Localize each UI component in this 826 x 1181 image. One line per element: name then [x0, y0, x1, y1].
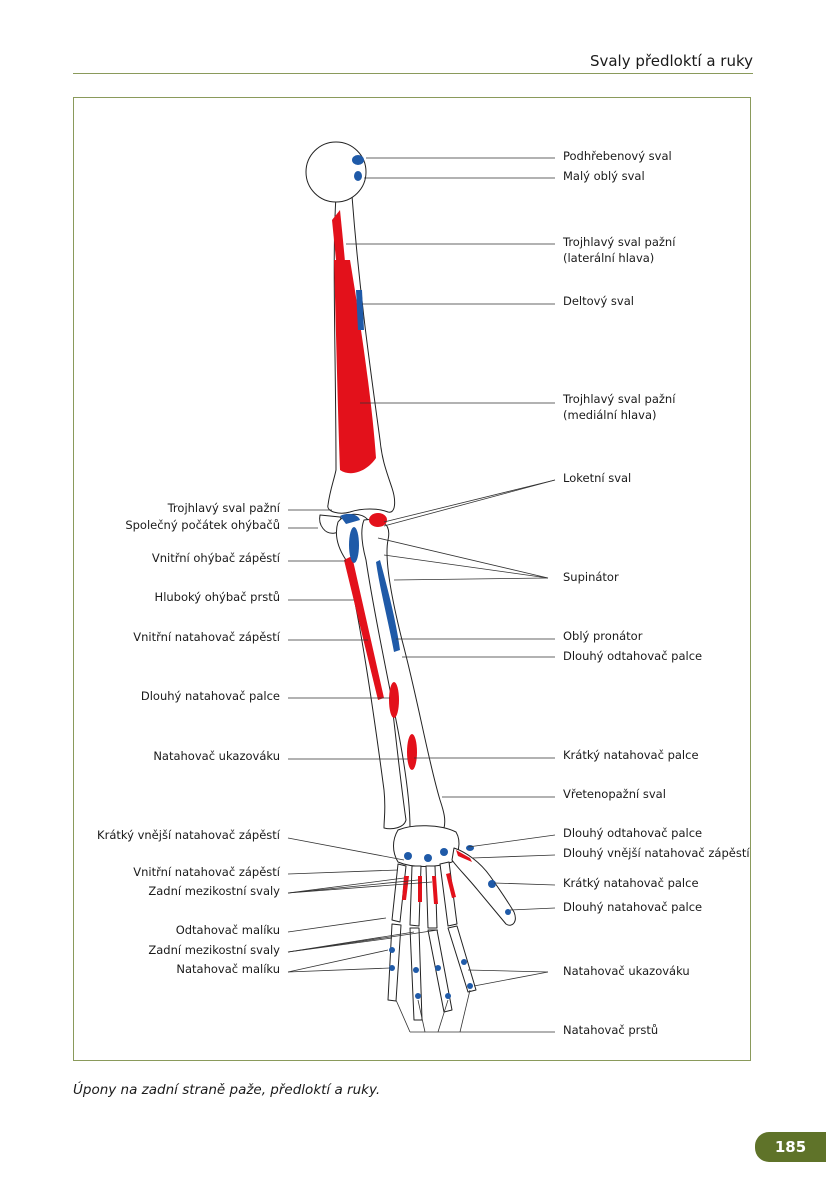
finger-insertion-8	[467, 983, 473, 989]
label-extensor-indicis: Natahovač ukazováku	[153, 749, 280, 763]
finger-insertion-3	[413, 967, 419, 973]
label-extensor-digitorum: Natahovač prstů	[563, 1023, 659, 1037]
thumb-insertion-3	[505, 909, 511, 915]
finger-index	[447, 925, 477, 993]
leader-ext-digiti-minimi-b	[287, 967, 391, 973]
label-extensor-pollicis-longus: Dlouhý natahovač palce	[140, 689, 280, 703]
supinator-insertion	[376, 560, 400, 652]
finger-insertion-6	[415, 993, 421, 999]
header-rule	[73, 73, 753, 74]
extensor-pollicis-longus-origin	[389, 682, 399, 718]
finger-insertion-5	[461, 959, 467, 965]
leader-anconeus-b	[383, 479, 556, 527]
label-abductor-digiti-minimi: Odtahovač malíku	[175, 923, 280, 937]
label-extensor-pollicis-longus-hand: Dlouhý natahovač palce	[563, 900, 703, 914]
finger-little	[387, 923, 402, 1002]
label-extensor-digiti-minimi: Natahovač malíku	[176, 962, 280, 976]
label-flexor-digitorum-profundus: Hluboký ohýbač prstů	[154, 590, 280, 604]
triceps-medial-origin	[334, 260, 376, 474]
common-extensor-attachment	[349, 527, 359, 563]
deltoid-insertion	[356, 290, 364, 330]
leader-ext-digiti-minimi-a	[287, 949, 389, 973]
carpal-insertion-3	[440, 848, 448, 856]
label-triceps-lateral-head: (laterální hlava)	[563, 251, 655, 265]
label-ext-carpi-radialis-longus: Dlouhý vnější natahovač zápěstí	[563, 846, 750, 860]
leader-ext-indicis-b	[473, 971, 549, 987]
page-number-tab: 185	[755, 1132, 826, 1162]
label-dorsal-interossei-2: Zadní mezikostní svaly	[148, 943, 280, 957]
ulnar-triceps-insertion	[340, 513, 360, 524]
label-brachioradialis: Vřetenopažní sval	[563, 787, 666, 801]
thumb-insertion-1	[466, 845, 474, 851]
thumb-insertion-2	[488, 880, 496, 888]
label-infraspinatus: Podhřebenový sval	[563, 149, 672, 163]
leader-supinator-b	[383, 554, 549, 579]
label-triceps-medial: Trojhlavý sval pažní	[563, 392, 676, 406]
forearm-extensor-origins	[344, 556, 384, 700]
leader-ecrl	[471, 854, 556, 859]
label-triceps-medial-head: (mediální hlava)	[563, 408, 657, 422]
leader-apl-hand	[467, 834, 556, 848]
label-flexor-carpi-ulnaris: Vnitřní ohýbač zápěstí	[151, 551, 280, 565]
carpal-insertion-1	[404, 852, 412, 860]
leader-ext-digitorum-1	[395, 999, 411, 1033]
leader-supinator-c	[393, 577, 549, 581]
finger-middle	[427, 929, 453, 1013]
leader-ecrb	[287, 837, 405, 861]
leader-ext-digitorum-3	[437, 999, 449, 1033]
label-common-flexor-origin: Společný počátek ohýbačů	[125, 518, 280, 532]
label-extensor-carpi-ulnaris: Vnitřní natahovač zápěstí	[133, 630, 280, 644]
finger-insertion-1	[389, 947, 395, 953]
anconeus-origin	[369, 513, 387, 527]
label-anconeus: Loketní sval	[563, 471, 632, 485]
label-supinator: Supinátor	[563, 570, 619, 584]
leader-epb-hand	[493, 882, 556, 886]
finger-insertion-4	[435, 965, 441, 971]
leader-supinator-a	[377, 537, 549, 579]
leader-interossei-2c	[287, 929, 439, 953]
leader-ext-indicis-a	[467, 969, 549, 973]
leader-ext-digitorum-4	[459, 989, 471, 1033]
interossei-origins	[402, 873, 456, 904]
page-number: 185	[774, 1138, 807, 1156]
leader-epl-hand	[509, 907, 556, 911]
leader-anconeus-a	[383, 479, 556, 523]
finger-insertion-2	[389, 965, 395, 971]
humeral-head	[305, 141, 367, 203]
label-abductor-pollicis-longus-hand: Dlouhý odtahovač palce	[563, 826, 703, 840]
teres-minor-insertion	[354, 171, 362, 181]
label-extensor-pollicis-brevis: Krátký natahovač palce	[563, 748, 699, 762]
leader-ecu-hand	[287, 869, 399, 875]
label-triceps-ulna: Trojhlavý sval pažní	[167, 501, 280, 515]
figure-frame	[73, 97, 751, 1061]
extensor-indicis-origin	[407, 734, 417, 770]
figure-caption: Úpony na zadní straně paže, předloktí a …	[73, 1082, 381, 1098]
finger-insertion-7	[445, 993, 451, 999]
leader-interossei-c	[287, 881, 433, 894]
label-ext-carpi-radialis-brevis: Krátký vnější natahovač zápěstí	[97, 828, 280, 842]
label-extensor-pollicis-brevis-hand: Krátký natahovač palce	[563, 876, 699, 890]
label-dorsal-interossei: Zadní mezikostní svaly	[148, 884, 280, 898]
leader-ext-digitorum-2	[417, 999, 426, 1033]
running-header-title: Svaly předloktí a ruky	[589, 52, 753, 70]
label-deltoid: Deltový sval	[563, 294, 634, 308]
metacarpal-index	[439, 861, 458, 927]
finger-ring	[409, 927, 423, 1021]
leader-interossei-b	[287, 879, 419, 894]
leader-abductor-digiti	[287, 917, 387, 933]
ecrl-insertion-strip	[456, 850, 472, 862]
label-extensor-indicis-hand: Natahovač ukazováku	[563, 964, 690, 978]
label-abductor-pollicis-longus: Dlouhý odtahovač palce	[563, 649, 703, 663]
leader-interossei-a	[287, 877, 405, 894]
label-triceps-lateral: Trojhlavý sval pažní	[563, 235, 676, 249]
label-teres-minor: Malý oblý sval	[563, 169, 645, 183]
infraspinatus-insertion	[352, 155, 364, 165]
thumb-bones	[451, 847, 516, 926]
label-pronator-teres: Oblý pronátor	[563, 629, 643, 643]
carpal-insertion-2	[424, 854, 432, 862]
label-extensor-carpi-ulnaris-hand: Vnitřní natahovač zápěstí	[133, 865, 280, 879]
